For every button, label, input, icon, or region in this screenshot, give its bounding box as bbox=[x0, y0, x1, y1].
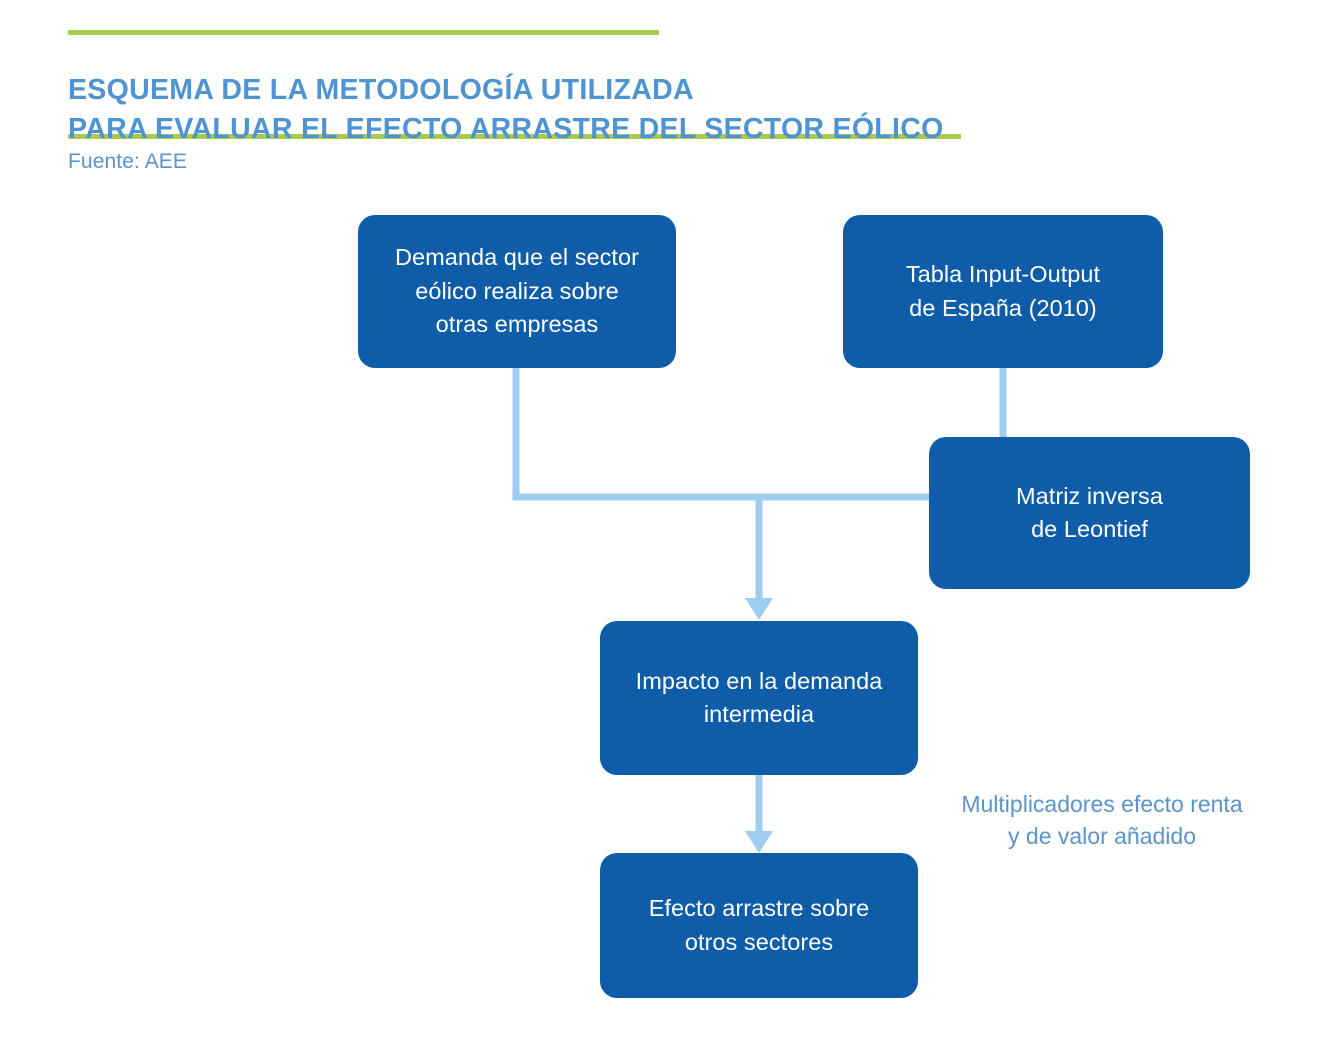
page-title: ESQUEMA DE LA METODOLOGÍA UTILIZADA PARA… bbox=[68, 74, 944, 146]
node-impacto-demanda-intermedia[interactable]: Impacto en la demanda intermedia bbox=[600, 621, 918, 775]
header-rule-bottom bbox=[68, 134, 961, 139]
header-rule-top bbox=[68, 30, 659, 35]
header-block bbox=[68, 30, 668, 35]
arrowhead-to-impacto bbox=[745, 598, 773, 620]
annotation-multiplicadores: Multiplicadores efecto renta y de valor … bbox=[961, 791, 1243, 850]
node-matriz-label: Matriz inversa de Leontief bbox=[1016, 482, 1163, 542]
node-impacto-label: Impacto en la demanda intermedia bbox=[635, 667, 883, 727]
node-efecto-label: Efecto arrastre sobre otros sectores bbox=[648, 895, 870, 955]
node-demanda[interactable]: Demanda que el sector eólico realiza sob… bbox=[358, 215, 676, 368]
arrowhead-to-efecto bbox=[745, 831, 773, 853]
node-tabla-label: Tabla Input-Output de España (2010) bbox=[905, 261, 1101, 321]
edge-demanda-to-trunk bbox=[512, 368, 932, 501]
node-efecto-arrastre[interactable]: Efecto arrastre sobre otros sectores bbox=[600, 853, 918, 998]
node-tabla-input-output[interactable]: Tabla Input-Output de España (2010) bbox=[843, 215, 1163, 368]
node-matriz-inversa-leontief[interactable]: Matriz inversa de Leontief bbox=[929, 437, 1250, 589]
node-demanda-label: Demanda que el sector eólico realiza sob… bbox=[394, 244, 640, 338]
source-label: Fuente: AEE bbox=[68, 150, 188, 173]
